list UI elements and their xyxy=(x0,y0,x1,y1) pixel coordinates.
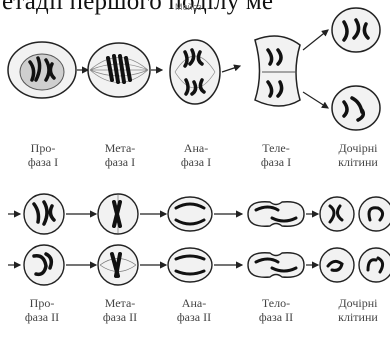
cell-metaphase-1 xyxy=(88,43,150,97)
label-metaphase-1: Мета-фаза I xyxy=(92,141,148,169)
label-prophase-2: Про-фаза II xyxy=(14,296,70,324)
label-telophase-1: Теле-фаза I xyxy=(248,141,304,169)
cell-prophase-1 xyxy=(8,42,76,98)
daughter-cell-1b xyxy=(332,86,380,130)
label-anaphase-2: Ана-фаза II xyxy=(164,296,224,324)
arrow xyxy=(303,92,328,108)
cell-telophase-1 xyxy=(255,36,300,106)
label-telophase-2: Тело-фаза II xyxy=(246,296,306,324)
daughter-cell-1a xyxy=(332,8,380,52)
label-prophase-1: Про-фаза I xyxy=(18,141,68,169)
label-anaphase-1: Ана-фаза I xyxy=(168,141,224,169)
label-metaphase-2: Мета-фаза II xyxy=(90,296,150,324)
row2-top xyxy=(8,194,390,234)
arrow xyxy=(303,30,328,50)
cell-anaphase-1 xyxy=(170,40,220,104)
arrow xyxy=(222,66,240,72)
row2-bottom xyxy=(8,245,390,285)
